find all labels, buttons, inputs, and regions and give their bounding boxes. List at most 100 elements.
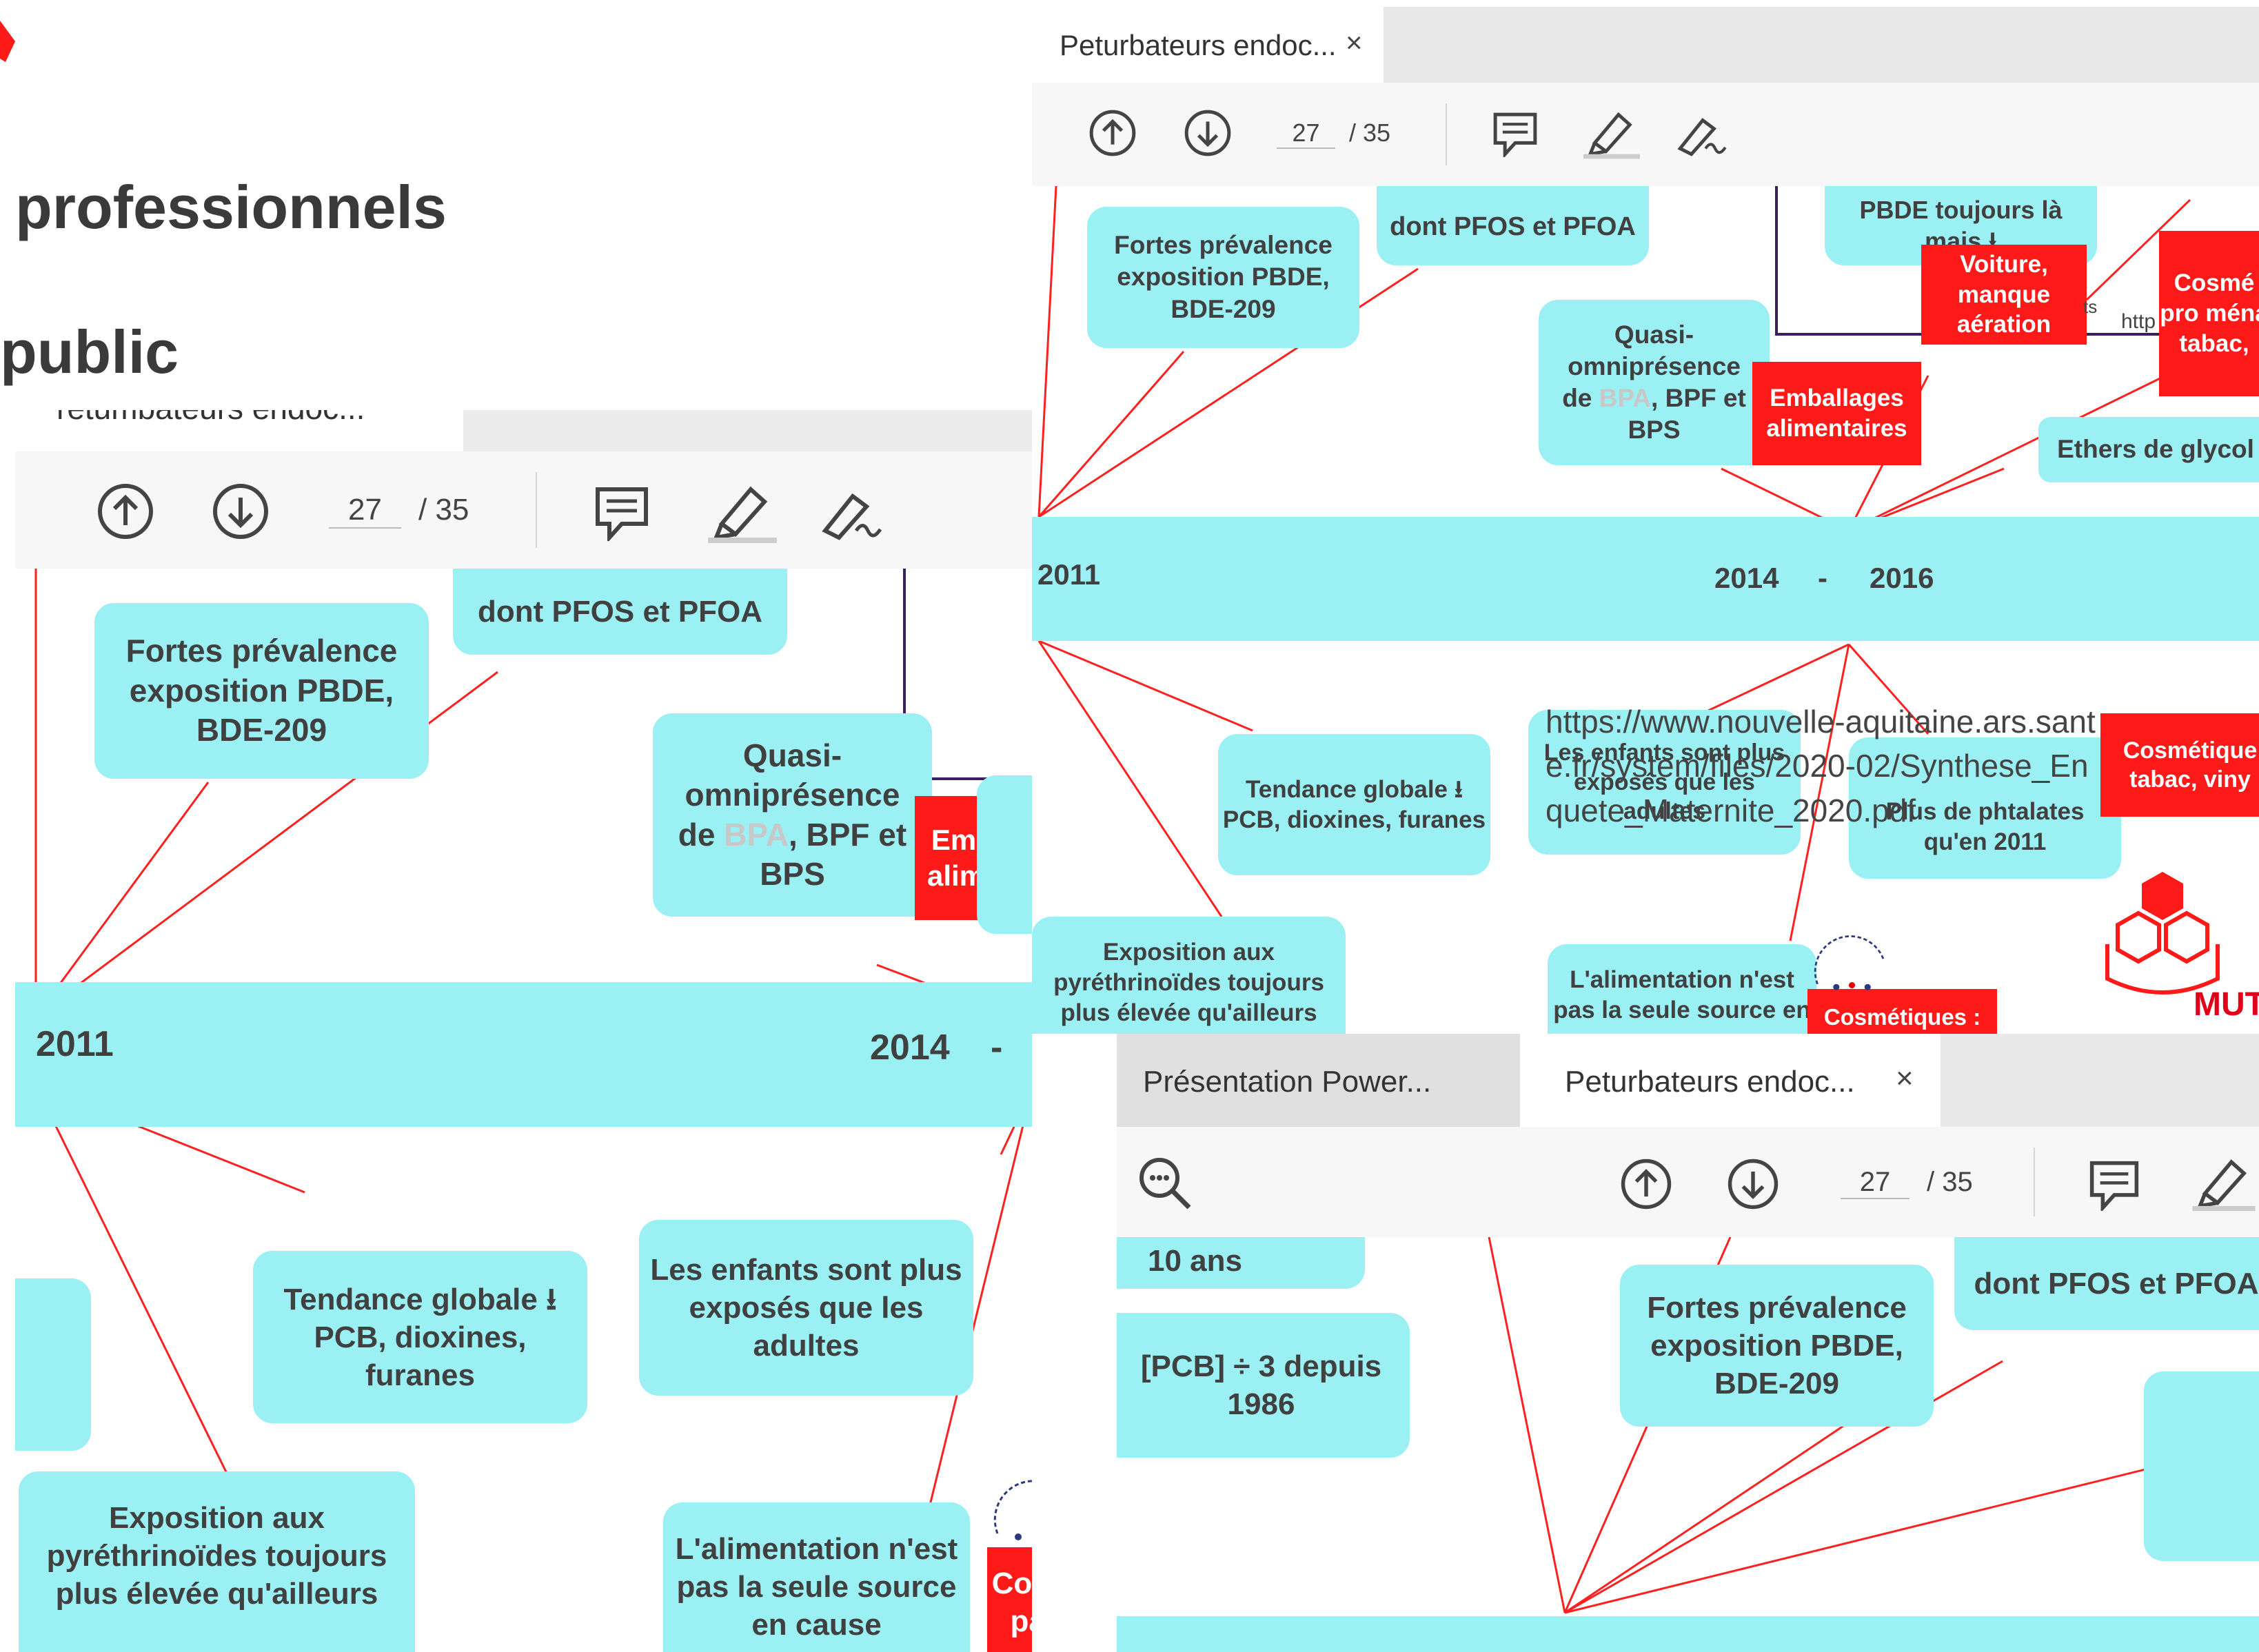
seal-logo-icon (993, 1480, 1032, 1540)
year-2016: 2016 (1870, 562, 1934, 594)
search-menu-icon[interactable] (1137, 1156, 1193, 1211)
pdf-page-content: 10 ans [PCB] ÷ 3 depuis 1986 Fortes prév… (1117, 1237, 2259, 1652)
tab-presentation-powerpoint[interactable]: Présentation Power... (1117, 1034, 1521, 1127)
node-perfluores-text: dont PFOS et PFOA (1390, 212, 1636, 242)
quasi-line2: de BPA, BPF et BPS (657, 815, 928, 895)
ts-fragment: ts (2083, 296, 2098, 317)
mutualite-logo-icon (2105, 872, 2220, 995)
mutualite-logo-text: MUTU (2194, 986, 2259, 1023)
node-tendance-globale: Tendance globale ⭳ PCB, dioxines, furane… (253, 1251, 587, 1423)
arrow-up-icon[interactable] (1620, 1158, 1672, 1210)
node-enfants: Les enfants sont plus exposés que les ad… (1528, 710, 1801, 855)
year-dash: - (1818, 562, 1827, 594)
page-total: / 35 (418, 493, 469, 527)
node-pcb-10-ans: 10 ans (1117, 1237, 1365, 1289)
year-2011: 2011 (36, 1024, 114, 1064)
quasi-rest: , BPF et BPS (760, 816, 907, 893)
timeline-band (1117, 1616, 2259, 1652)
timeline-band (1032, 517, 2259, 641)
toolbar-separator (536, 472, 537, 548)
pdf-viewer-left: retumbateurs endoc... 27 / 35 d (15, 410, 1032, 1652)
highlighter-icon[interactable] (1583, 109, 1640, 160)
node-exposition-pyrethrinoides: Exposition aux pyréthrinoïdes toujours p… (1032, 917, 1346, 1034)
node-quasi-omnipresence: Quasi-omniprésence de BPA, BPF et BPS (1539, 300, 1770, 465)
pdf-page-content: dont PFOS et PFOA Fortes prévalence expo… (15, 569, 1032, 1652)
node-chlores-left (15, 1278, 91, 1451)
tab-label: Peturbateurs endoc... (1565, 1065, 1855, 1099)
node-phtalates: Plus de phtalates qu'en 2011 (1849, 737, 2121, 879)
node-enfants: Les enfants sont plus exposés que les ad… (639, 1220, 973, 1396)
tab-bar: retumbateurs endoc... (15, 410, 1032, 451)
page-number-input[interactable]: 27 (329, 493, 401, 529)
tab-peturbateurs[interactable]: retumbateurs endoc... (57, 410, 365, 427)
page-number-input[interactable]: 27 (1841, 1167, 1909, 1199)
tab-peturbateurs[interactable]: Peturbateurs endoc... × (1032, 7, 1384, 83)
node-perfluores: dont PFOS et PFOA (453, 569, 787, 655)
tab-bar: Présentation Power... Peturbateurs endoc… (1117, 1034, 2259, 1127)
quasi-line2: de BPA, BPF et BPS (1543, 383, 1765, 447)
year-2011: 2011 (1037, 558, 1101, 591)
pdf-toolbar: 27 / 35 (1032, 83, 2259, 187)
node-perfluores-text: dont PFOS et PFOA (1974, 1267, 2259, 1301)
node-cosmetiques-para: Cosmé para (987, 1547, 1032, 1652)
close-tab-icon[interactable]: × (1896, 1061, 1914, 1095)
arrow-down-icon[interactable] (1727, 1158, 1779, 1210)
sign-pen-icon[interactable] (818, 482, 887, 544)
arrow-up-icon[interactable] (1088, 109, 1137, 157)
source-url[interactable]: https://www.nouvelle-aquitaine.ars.sante… (1546, 704, 2096, 828)
timeline-band (15, 982, 1032, 1127)
quasi-bpa: BPA (724, 816, 789, 853)
year-dash: - (991, 1028, 1003, 1068)
page-total: / 35 (1927, 1167, 1973, 1197)
quasi-rest: , BPF et BPS (1628, 384, 1746, 445)
pdf-page-content: dont PFOS et PFOA PBDE toujours là mais … (1032, 186, 2259, 1034)
http-fragment: http (2121, 310, 2156, 333)
sign-pen-icon[interactable] (1674, 109, 1731, 160)
node-exposition-pyrethrinoides: Exposition aux pyréthrinoïdes toujours p… (19, 1471, 415, 1652)
toolbar-separator (1446, 103, 1447, 165)
tab-label: retumbateurs endoc... (57, 410, 365, 426)
pdf-toolbar: 27 / 35 (15, 451, 1032, 570)
tab-bar-strip (463, 410, 1032, 451)
node-perfluores: dont PFOS et PFOA (1954, 1237, 2259, 1330)
quasi-line1: Quasi-omniprésence (1568, 320, 1741, 380)
comment-icon[interactable] (2089, 1160, 2140, 1211)
node-perfluores-text: dont PFOS et PFOA (477, 595, 763, 629)
slide-heading-public: public (0, 318, 179, 386)
comment-icon[interactable] (1492, 112, 1538, 157)
node-chlores-fragment (977, 775, 1032, 934)
node-cosmetiques-right: Cosmé pro ména tabac, (2159, 231, 2259, 396)
quasi-bpa: BPA (1599, 384, 1652, 412)
node-alimentation: L'alimentation n'est pas la seule source… (663, 1502, 970, 1652)
quasi-line1: Quasi-omniprésence (685, 737, 900, 813)
node-fortes-prevalence: Fortes prévalence exposition PBDE, BDE-2… (1620, 1265, 1934, 1427)
pdf-viewer-top-right: Peturbateurs endoc... × 27 / 35 (1032, 7, 2259, 1034)
node-emballages: Emballages alimentaires (1752, 362, 1921, 465)
quasi-de: de (678, 816, 716, 853)
pdf-toolbar: 27 / 35 (1117, 1127, 2259, 1238)
tab-peturbateurs[interactable]: Peturbateurs endoc... × (1520, 1034, 1941, 1127)
node-alimentation: L'alimentation n'est pas la seule source… (1548, 944, 1816, 1034)
year-2014: 2014 (870, 1028, 950, 1068)
node-quasi-omnipresence: Quasi-omniprésence de BPA, BPF et BPS (653, 713, 932, 917)
connector-lines (1037, 186, 2259, 941)
node-pcb-depuis-1986: [PCB] ÷ 3 depuis 1986 (1117, 1313, 1410, 1458)
tab-label: Présentation Power... (1143, 1065, 1432, 1099)
comment-icon[interactable] (594, 486, 649, 541)
page-total: / 35 (1349, 119, 1391, 147)
node-perfluores: dont PFOS et PFOA (1377, 186, 1649, 265)
arrow-down-icon[interactable] (212, 482, 270, 540)
slide-heading-professionnels: professionnels (15, 173, 447, 241)
node-fortes-prevalence: Fortes prévalence exposition PBDE, BDE-2… (94, 603, 429, 779)
arrow-down-icon[interactable] (1184, 109, 1232, 157)
pdf-viewer-bottom-right: Présentation Power... Peturbateurs endoc… (1117, 1034, 2259, 1652)
node-cosmetique-tabac: Cosmétique tabac, viny (2100, 713, 2259, 817)
close-tab-icon[interactable]: × (1346, 26, 1363, 59)
tab-bar: Peturbateurs endoc... × (1032, 7, 2259, 83)
arrow-up-icon[interactable] (97, 482, 154, 540)
page-number-input[interactable]: 27 (1277, 119, 1335, 149)
highlighter-icon[interactable] (2192, 1156, 2256, 1212)
seal-logo-icon (1814, 935, 1885, 990)
node-tendance-globale: Tendance globale ⭳ PCB, dioxines, furane… (1218, 734, 1490, 875)
highlighter-icon[interactable] (708, 482, 777, 544)
